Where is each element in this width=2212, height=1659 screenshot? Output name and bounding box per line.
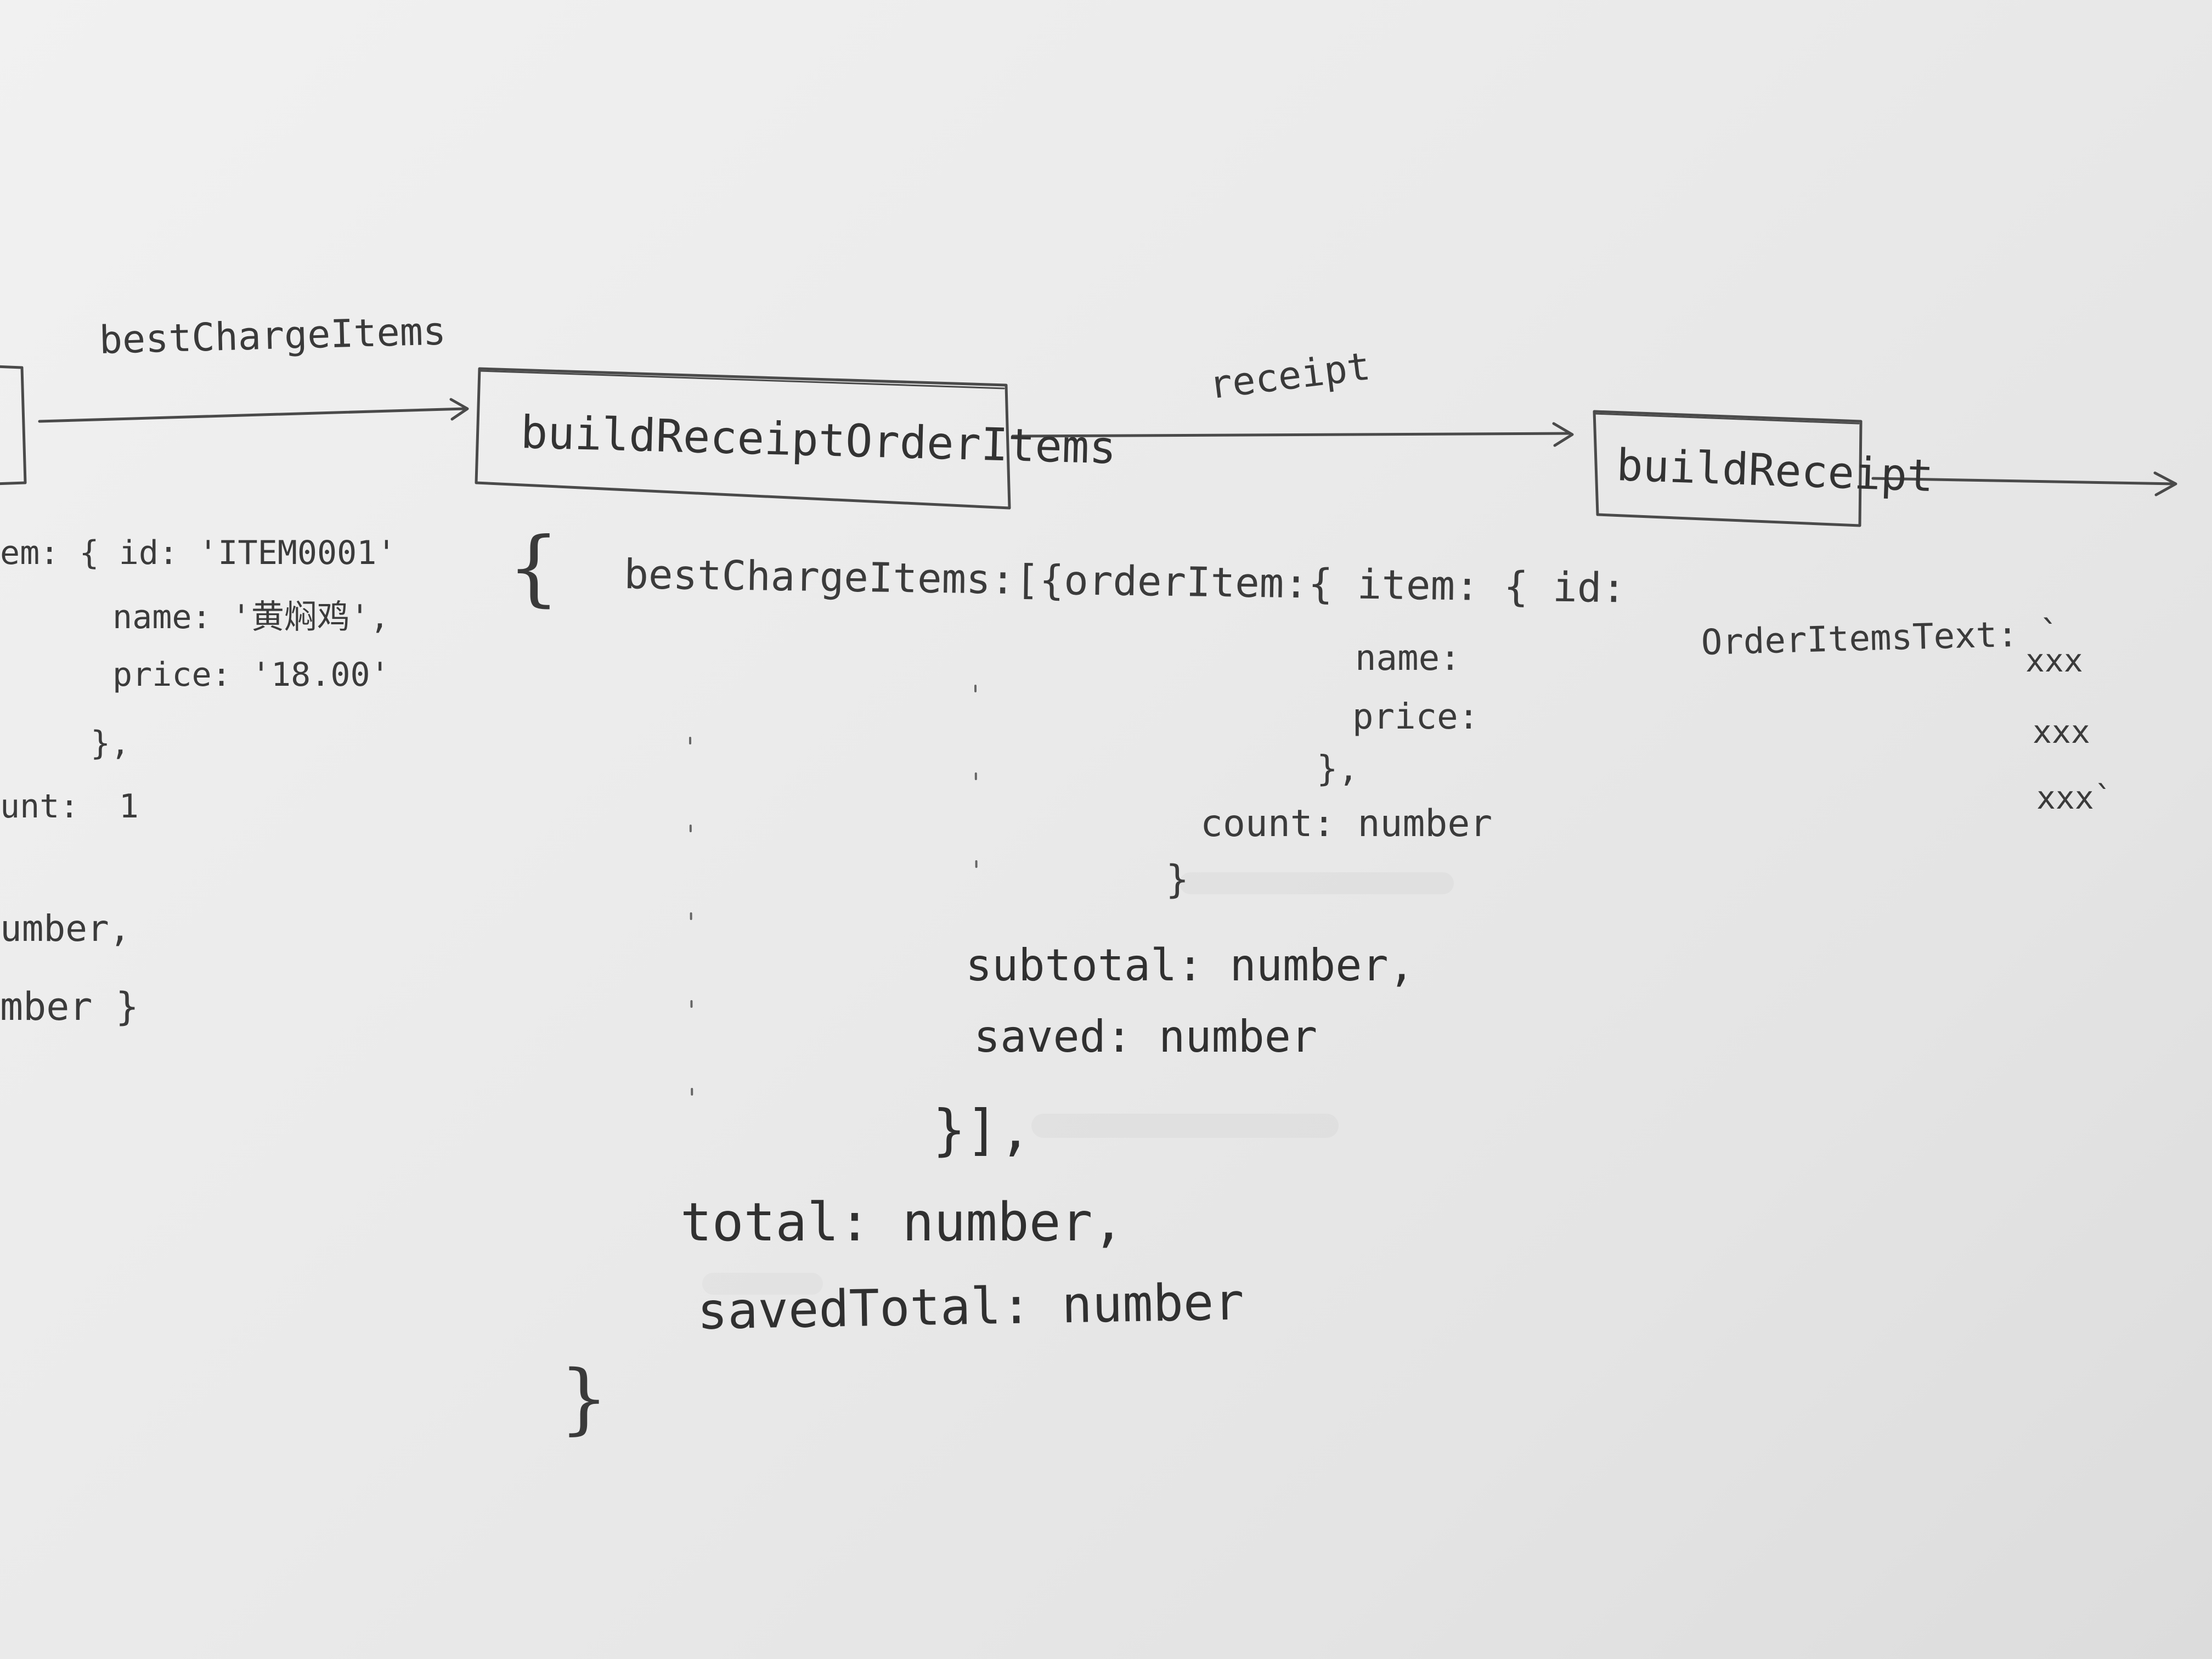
node-box-build-receipt <box>1593 410 1863 527</box>
item-price-field: price: <box>1352 697 1480 737</box>
ghost-mark <box>1031 1114 1339 1138</box>
order-items-text-line-2: xxx <box>2033 713 2090 751</box>
left-price-line: price: '18.00' <box>112 656 390 694</box>
arrow-receipt-head <box>1552 422 1574 447</box>
open-brace: { <box>507 520 560 616</box>
order-items-text-key: OrderItemsText: ` <box>1700 613 2061 663</box>
item-name-field: name: <box>1355 638 1461 679</box>
dotted-guide-left <box>689 737 693 1175</box>
arrow-best-charge-items-head <box>449 398 469 421</box>
saved-field: saved: number <box>974 1011 1318 1062</box>
order-item-close: } <box>1166 857 1189 902</box>
left-number-line-2: mber } <box>0 984 139 1029</box>
node-box-build-receipt-order-items <box>475 367 1011 510</box>
subtotal-field: subtotal: number, <box>966 940 1415 991</box>
partial-node-box <box>0 365 27 486</box>
ghost-mark <box>702 1273 823 1295</box>
left-name-line: name: '黄焖鸡', <box>112 598 390 636</box>
arrow-best-charge-items <box>38 407 467 423</box>
order-items-text-line-1: xxx <box>2025 642 2083 679</box>
arrow-out <box>1871 477 2175 486</box>
ghost-mark <box>1180 872 1454 894</box>
dotted-guide-right <box>974 685 978 906</box>
item-close: }, <box>1317 749 1359 789</box>
order-items-text-line-3: xxx` <box>2036 779 2113 816</box>
total-field: total: number, <box>680 1192 1125 1253</box>
arrow-receipt <box>1011 432 1572 438</box>
count-field: count: number <box>1200 802 1493 845</box>
arrow-out-head <box>2153 471 2177 496</box>
left-count-line: unt: 1 <box>0 787 139 826</box>
left-number-line-1: umber, <box>0 907 131 950</box>
node-label-build-receipt: buildReceipt <box>1615 439 1934 502</box>
left-item-line: em: { id: 'ITEM0001' <box>0 534 397 572</box>
left-close-line: }, <box>91 724 131 763</box>
list-close: }], <box>933 1098 1032 1162</box>
close-brace: } <box>560 1354 609 1443</box>
edge-label-best-charge-items: bestChargeItems <box>98 308 447 363</box>
